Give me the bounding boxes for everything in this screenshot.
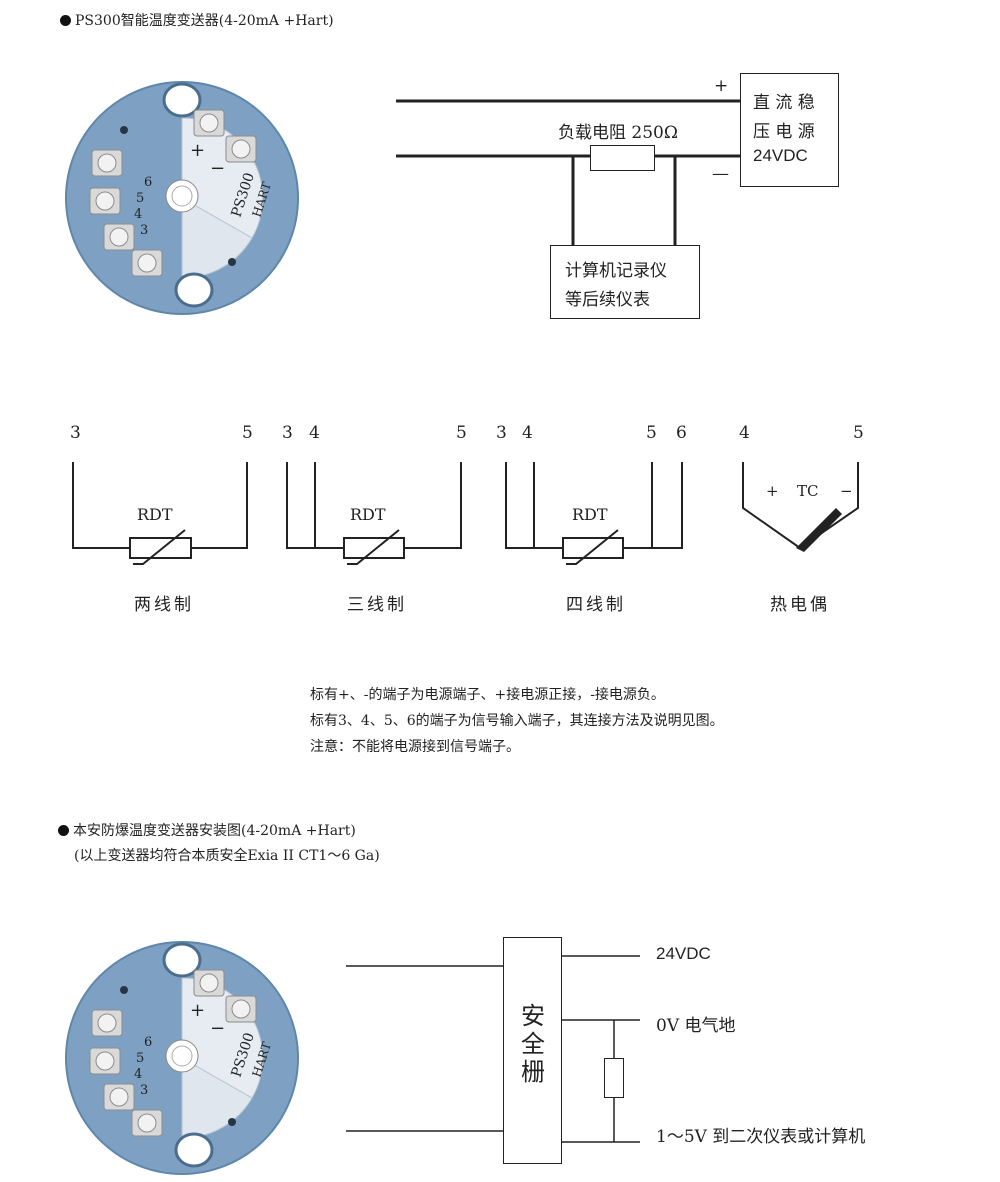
output-0v-ground: 0V 电气地 [656,1016,736,1036]
caption-two-wire: 两线制 [134,595,194,615]
power-box-line1: 直 流 稳 [753,93,815,113]
recorder-box-line1: 计算机记录仪 [565,261,667,281]
svg-text:−: − [210,158,225,179]
svg-text:+: + [190,1000,205,1021]
plus-sign: + [714,76,729,96]
recorder-box: 计算机记录仪 等后续仪表 [550,245,700,319]
terminal-number: 4 [522,423,533,443]
note-line: 注意：不能将电源接到信号端子。 [310,739,520,755]
output-resistor [604,1058,624,1098]
notes-block: 标有+、-的端子为电源端子、+接电源正接，-接电源负。 标有3、4、5、6的端子… [310,682,724,760]
recorder-box-line2: 等后续仪表 [565,290,650,310]
caption-four-wire: 四线制 [566,595,626,615]
svg-text:+: + [190,140,205,161]
svg-text:5: 5 [136,1051,144,1066]
minus-sign: — [712,164,729,184]
tc-minus-sign: − [840,482,853,500]
transmitter-device-image: PS300 HART + − 6 5 4 3 [65,81,299,315]
load-resistor-label: 负载电阻 250Ω [558,123,678,143]
bullet-icon [60,15,71,26]
safety-barrier-box: 安全栅 [503,937,562,1164]
svg-text:6: 6 [144,175,152,190]
terminal-number: 5 [853,423,864,443]
terminal-number: 3 [496,423,507,443]
caption-thermocouple: 热电偶 [770,595,830,615]
power-box-line2: 压 电 源 [753,122,815,142]
sensor-label: RDT [350,505,386,524]
svg-text:4: 4 [134,1067,142,1082]
safety-barrier-label: 安全栅 [521,1002,545,1086]
section2-title: 本安防爆温度变送器安装图(4-20mA +Hart) [58,820,356,840]
terminal-number: 6 [676,423,687,443]
terminal-number: 4 [739,423,750,443]
terminal-number: 3 [282,423,293,443]
terminal-number: 4 [309,423,320,443]
sensor-label: RDT [572,505,608,524]
svg-text:4: 4 [134,207,142,222]
terminal-number: 5 [456,423,467,443]
terminal-number: 3 [70,423,81,443]
output-24vdc: 24VDC [656,944,711,963]
sensor-label: RDT [137,505,173,524]
note-line: 标有3、4、5、6的端子为信号输入端子，其连接方法及说明见图。 [310,713,724,729]
bullet-icon [58,825,69,836]
caption-three-wire: 三线制 [347,595,407,615]
section1-title: PS300智能温度变送器(4-20mA +Hart) [60,10,334,30]
svg-text:−: − [210,1018,225,1039]
section2-title-text: 本安防爆温度变送器安装图(4-20mA +Hart) [73,823,356,839]
svg-text:5: 5 [136,191,144,206]
power-box-line3: 24VDC [753,146,808,165]
section1-title-text: PS300智能温度变送器(4-20mA +Hart) [75,13,334,29]
note-line: 标有+、-的端子为电源端子、+接电源正接，-接电源负。 [310,687,665,703]
tc-plus-sign: + [766,482,779,500]
output-signal: 1～5V 到二次仪表或计算机 [656,1127,866,1147]
terminal-number: 5 [242,423,253,443]
svg-text:3: 3 [140,223,148,238]
sensor-label: TC [797,482,819,500]
svg-text:3: 3 [140,1083,148,1098]
load-resistor [590,145,655,171]
section2-subtitle: (以上变送器均符合本质安全Exia II CT1～6 Ga) [74,848,380,864]
terminal-number: 5 [646,423,657,443]
transmitter-device-image: PS300 HART + − 6 5 4 3 [65,941,299,1175]
power-supply-box: 直 流 稳 压 电 源 24VDC [740,73,839,187]
svg-text:6: 6 [144,1035,152,1050]
